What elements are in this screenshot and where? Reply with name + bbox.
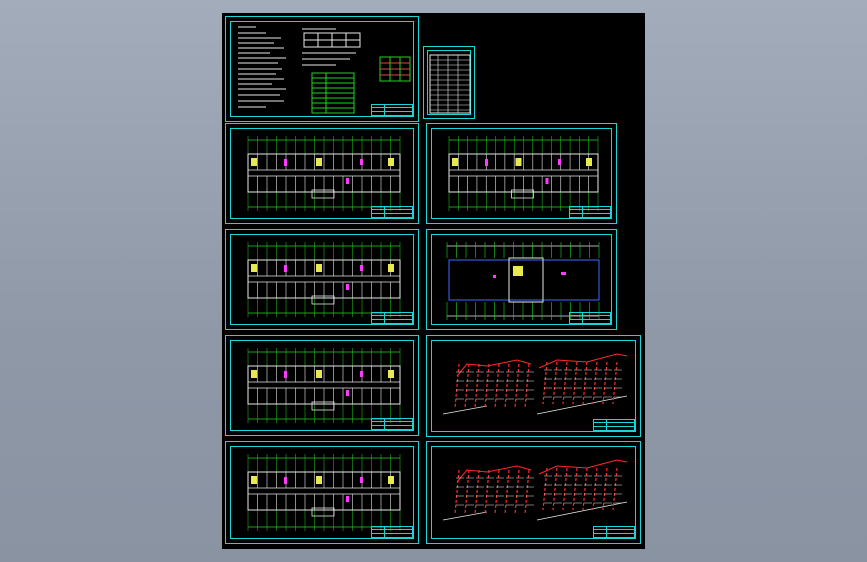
title-block bbox=[569, 206, 611, 218]
floor-plan-drawing bbox=[247, 242, 401, 317]
sheet-border bbox=[431, 234, 612, 325]
sheet-design-notes[interactable] bbox=[225, 16, 419, 122]
floor-plan-drawing bbox=[247, 136, 401, 211]
sheet-roof-plan[interactable] bbox=[426, 229, 617, 330]
title-block bbox=[569, 312, 611, 324]
title-block bbox=[371, 104, 413, 116]
title-block bbox=[371, 206, 413, 218]
sheet-riser-diagram-1[interactable] bbox=[426, 335, 641, 437]
sheet-floor-plan-4[interactable] bbox=[225, 335, 419, 436]
title-block bbox=[371, 526, 413, 538]
sheet-floor-plan-1[interactable] bbox=[225, 123, 419, 224]
sheet-riser-diagram-2[interactable] bbox=[426, 441, 641, 544]
sheet-floor-plan-2[interactable] bbox=[426, 123, 617, 224]
title-block bbox=[371, 312, 413, 324]
sheet-border bbox=[230, 446, 414, 539]
sheet-border bbox=[230, 21, 414, 117]
design-notes-drawing bbox=[238, 26, 411, 114]
sheet-border bbox=[230, 128, 414, 219]
title-block bbox=[593, 526, 635, 538]
sheet-border bbox=[431, 446, 636, 539]
title-block bbox=[593, 419, 635, 431]
sheet-border bbox=[431, 128, 612, 219]
drawing-canvas[interactable] bbox=[222, 13, 645, 549]
sheet-door-window-table[interactable] bbox=[423, 46, 475, 119]
riser-diagram-drawing bbox=[442, 459, 628, 521]
sheet-floor-plan-3[interactable] bbox=[225, 229, 419, 330]
sheet-border bbox=[230, 234, 414, 325]
roof-plan-drawing bbox=[446, 242, 600, 320]
riser-diagram-drawing bbox=[442, 353, 628, 415]
sheet-floor-plan-5[interactable] bbox=[225, 441, 419, 544]
sheet-border bbox=[230, 340, 414, 431]
floor-plan-drawing bbox=[247, 454, 401, 531]
sheet-border bbox=[431, 340, 636, 432]
floor-plan-drawing bbox=[247, 348, 401, 423]
floor-plan-drawing bbox=[448, 136, 599, 211]
table-drawing bbox=[429, 54, 471, 114]
title-block bbox=[371, 418, 413, 430]
